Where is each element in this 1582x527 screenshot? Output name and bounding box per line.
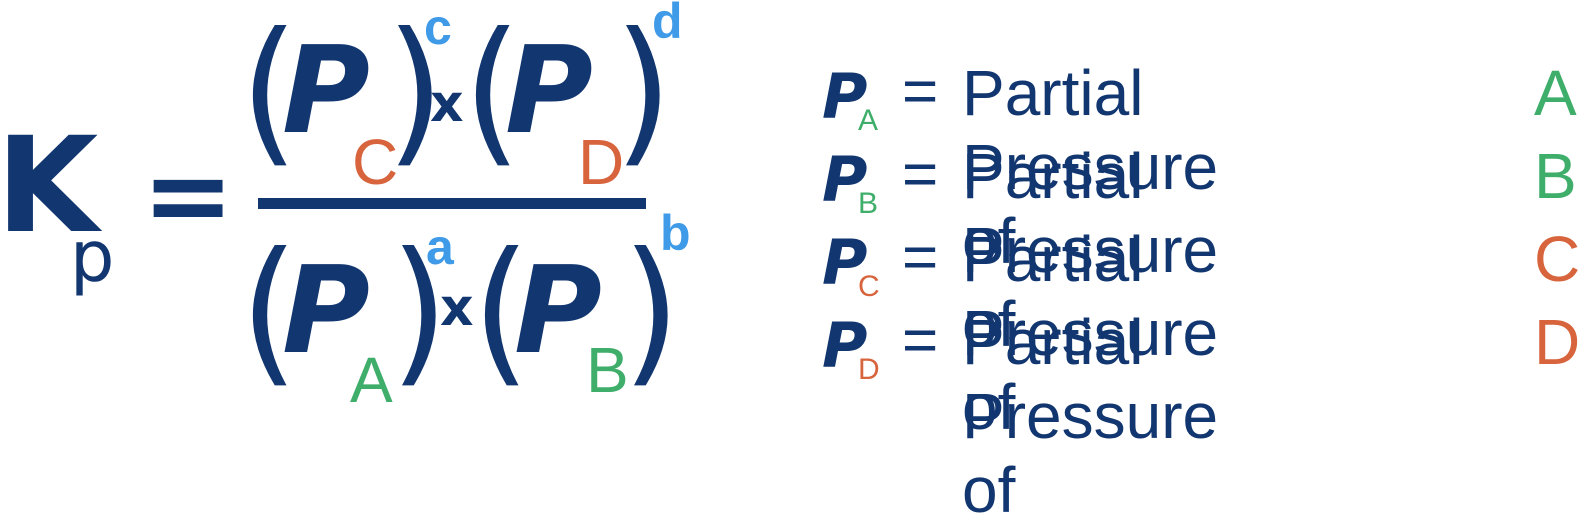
equals-sign: = (142, 131, 235, 259)
subscript: D (858, 353, 880, 386)
close-paren: ) (622, 219, 681, 403)
species-letter: C (1534, 223, 1581, 295)
exponent-c: c (424, 0, 452, 55)
pressure-symbol-b: P (514, 242, 602, 381)
open-paren: ( (463, 0, 522, 183)
open-paren: ( (472, 219, 531, 403)
definition-text: Partial Pressure of (962, 140, 1219, 360)
pressure-symbol: P (822, 60, 868, 133)
subscript: A (858, 104, 879, 137)
kp-subscript: p (70, 216, 115, 298)
equals-sign: = (902, 57, 939, 126)
close-paren: ) (386, 0, 445, 183)
subscript-a: A (350, 344, 393, 416)
pressure-symbol-d: P (505, 22, 593, 161)
subscript-d: D (578, 126, 625, 198)
pressure-symbol: P (822, 143, 868, 216)
subscript: B (858, 187, 879, 220)
subscript-c: C (352, 126, 399, 198)
open-paren: ( (240, 219, 299, 403)
close-paren: ) (390, 219, 449, 403)
multiply-sign: x (440, 278, 474, 338)
species-letter: B (1534, 140, 1577, 212)
equals-sign: = (902, 306, 939, 375)
open-paren: ( (240, 0, 299, 183)
definition-text: Partial Pressure of (962, 57, 1219, 277)
multiply-sign: x (430, 74, 464, 134)
fraction-bar (258, 198, 646, 209)
exponent-a: a (426, 219, 454, 275)
equals-sign: = (902, 223, 939, 292)
exponent-d: d (652, 0, 683, 49)
subscript-b: B (586, 334, 629, 406)
definition-text: Partial Pressure of (962, 306, 1219, 526)
subscript: C (858, 270, 880, 303)
pressure-symbol: P (822, 226, 868, 299)
kp-symbol: K (0, 109, 99, 263)
pressure-symbol: P (822, 309, 868, 382)
pressure-symbol-a: P (282, 242, 370, 381)
close-paren: ) (614, 0, 673, 183)
pressure-symbol-c: P (282, 22, 370, 161)
species-letter: A (1534, 57, 1577, 129)
equals-sign: = (902, 140, 939, 209)
species-letter: D (1534, 306, 1581, 378)
exponent-b: b (660, 205, 691, 261)
